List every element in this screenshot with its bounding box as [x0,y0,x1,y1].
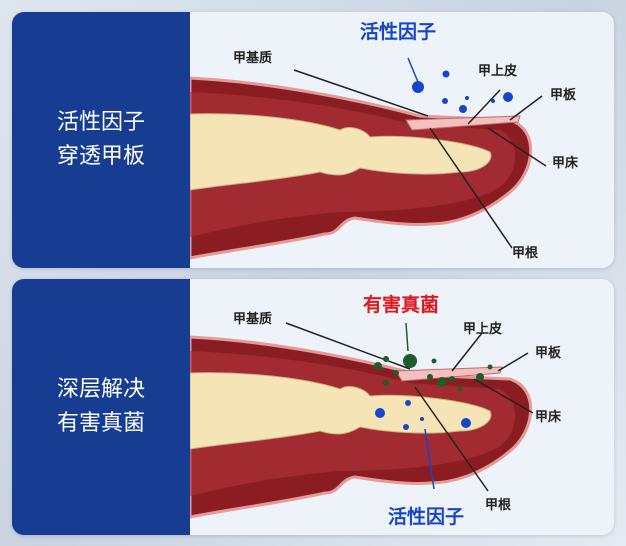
root-label: 甲根 [485,497,512,513]
finger [190,335,533,519]
fungus-dots [374,354,493,392]
matrix-label: 甲基质 [233,311,272,327]
caption: 深层解决 有害真菌 [12,279,190,535]
finger [190,76,533,260]
bed-label: 甲床 [552,155,579,171]
caption-line: 穿透甲板 [56,144,145,169]
fungus-label: 有害真菌 [363,293,439,316]
bed-label: 甲床 [535,409,562,425]
panel-fungus: 深层解决 有害真菌 [12,279,614,535]
plate-label: 甲板 [550,87,577,103]
caption-line: 深层解决 [56,377,145,402]
panel-active-factor: 活性因子 穿透甲板 活性因子 甲基质 [12,12,614,268]
caption-line: 活性因子 [56,110,145,135]
caption-line: 有害真菌 [56,411,145,436]
plate-label: 甲板 [535,345,562,361]
active-factor-label: 活性因子 [360,20,436,43]
finger-illustration: 活性因子 甲基质 甲上皮 甲板 甲床 甲根 [190,20,579,261]
root-label: 甲根 [512,245,539,261]
active-factor-label: 活性因子 [388,505,464,528]
matrix-label: 甲基质 [233,50,272,66]
active-factor-dots [375,400,471,430]
eponychium-label: 甲上皮 [463,321,502,337]
finger-diagram: 活性因子 甲基质 甲上皮 甲板 甲床 甲根 [190,12,614,268]
finger-illustration: 有害真菌 甲基质 甲上皮 甲板 甲床 甲根 活性因子 [190,293,562,528]
active-factor-dots [412,70,513,113]
finger-diagram: 有害真菌 甲基质 甲上皮 甲板 甲床 甲根 活性因子 [190,279,614,535]
caption: 活性因子 穿透甲板 [12,12,190,268]
eponychium-label: 甲上皮 [478,63,517,79]
